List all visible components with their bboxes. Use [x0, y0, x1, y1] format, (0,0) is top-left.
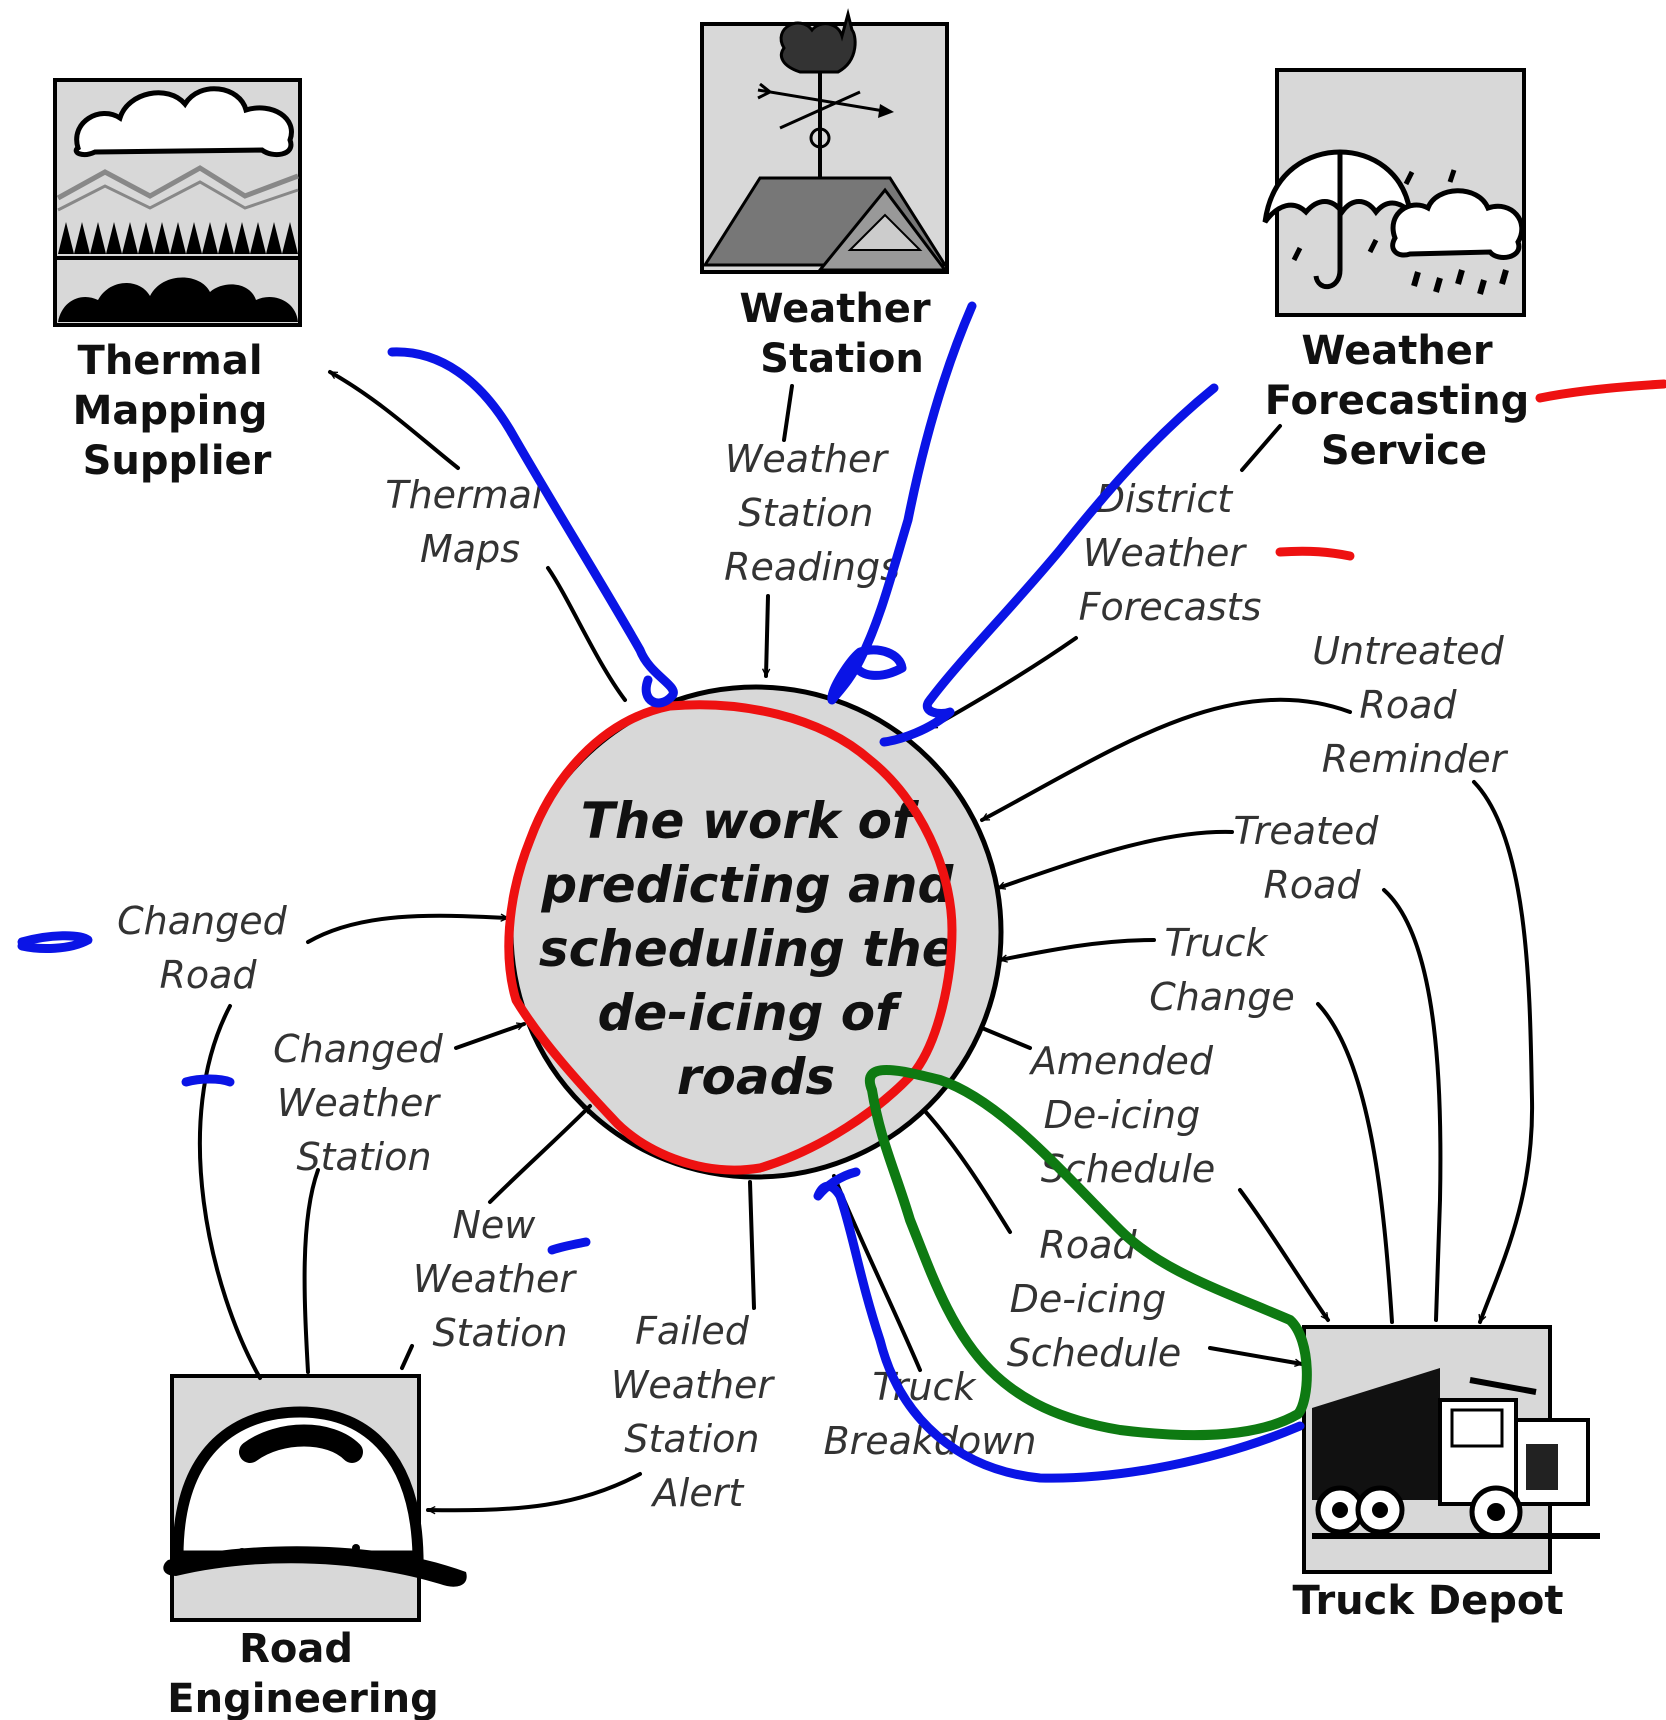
arrow-thermal-maps: [546, 566, 627, 702]
annotation-blue-marks: [17, 301, 1305, 1483]
arrow-truck-change-depot: [1316, 1002, 1394, 1324]
process-label: The work of predicting and scheduling th…: [539, 792, 973, 1106]
process-line-4: de-icing of: [598, 984, 903, 1042]
process-line-5: roads: [677, 1048, 835, 1106]
flow-new-weather-station: New Weather Station: [413, 1203, 587, 1355]
truck-depot-label: Truck Depot: [1293, 1578, 1564, 1624]
annotation-blue-weather-station: [827, 301, 977, 705]
dump-truck-icon: [1312, 1368, 1600, 1539]
process-line-1: The work of: [581, 792, 919, 850]
annotation-blue-changed-ws: [181, 1074, 235, 1087]
arrow-new-ws-from: [400, 1344, 414, 1370]
weathervane-icon: [702, 8, 948, 272]
annotation-blue-forecasting: [879, 383, 1219, 747]
arrow-forecasting-top: [1240, 424, 1282, 472]
arrow-truck-change: [998, 938, 1156, 960]
flow-district-weather-forecasts: District Weather Forecasts: [1079, 477, 1262, 629]
annotation-red-mark-forecasting: [1535, 379, 1666, 403]
entity-road-engineering: [163, 1374, 467, 1622]
process-line-2: predicting and: [540, 856, 954, 914]
flow-changed-weather-station: Changed Weather Station: [273, 1027, 455, 1179]
arrow-untreated: [980, 697, 1352, 822]
arrow-road-deicing-depot: [1208, 1346, 1304, 1364]
flow-treated-road: Treated Road: [1233, 809, 1390, 907]
arrow-thermal-maps-out: [328, 370, 460, 470]
flow-amended-de-icing-schedule: Amended De-icing Schedule: [1028, 1039, 1225, 1191]
annotation-red-circle: [504, 700, 957, 1175]
annotation-green-loop: [864, 1065, 1312, 1441]
road-engineering-label: Road Engineering: [167, 1626, 438, 1720]
arrow-amended-depot: [1238, 1188, 1330, 1322]
umbrella-rain-icon: [1262, 149, 1525, 295]
annotation-blue-changed-road: [17, 931, 93, 953]
arrow-failed-ws-proc: [748, 1180, 756, 1310]
entity-thermal-mapping-supplier: [53, 78, 302, 327]
process-bubble: The work of predicting and scheduling th…: [508, 684, 1004, 1180]
weather-station-label: Weather Station: [739, 286, 944, 382]
annotation-blue-thermal: [387, 347, 678, 708]
clouds-hills-icon: [55, 86, 300, 322]
flow-road-de-icing-schedule: Road De-icing Schedule: [1007, 1223, 1182, 1375]
annotation-blue-new-ws: [547, 1237, 591, 1255]
flow-weather-station-readings: Weather Station Readings: [724, 437, 900, 589]
arrow-new-ws: [488, 1104, 592, 1204]
flow-untreated-road-reminder: Untreated Road Reminder: [1312, 629, 1516, 781]
flow-changed-road: Changed Road: [117, 899, 299, 997]
entity-truck-depot: [1302, 1325, 1600, 1574]
arrow-changed-road: [306, 916, 510, 944]
entity-weather-station: [700, 8, 949, 274]
process-line-3: scheduling the: [539, 920, 956, 978]
arrow-ws-readings-top: [782, 384, 794, 442]
hard-hat-icon: [163, 1406, 467, 1587]
arrow-treated-depot: [1382, 888, 1443, 1322]
arrow-road-deicing-proc: [922, 1108, 1012, 1234]
flow-truck-breakdown: Truck Breakdown: [824, 1365, 1037, 1463]
arrow-untreated-depot: [1472, 780, 1535, 1324]
arrow-ws-readings: [766, 594, 768, 678]
flow-truck-change: Truck Change: [1149, 921, 1295, 1019]
annotation-red-mark-forecasts: [1275, 546, 1355, 561]
arrow-changed-ws-from: [302, 1168, 320, 1374]
entity-weather-forecasting-service: [1262, 68, 1526, 317]
flow-arrows: [197, 370, 1535, 1510]
arrow-treated: [996, 829, 1234, 890]
arrow-amended-proc: [980, 1026, 1032, 1050]
weather-forecasting-service-label: Weather Forecasting Service: [1265, 328, 1543, 474]
arrow-changed-road-from: [197, 1004, 262, 1380]
flow-thermal-maps: Thermal Maps: [385, 473, 554, 571]
arrow-changed-ws: [454, 1022, 526, 1050]
thermal-mapping-supplier-label: Thermal Mapping Supplier: [73, 338, 282, 484]
annotation-blue-truck: [813, 1167, 1305, 1483]
arrow-failed-ws: [426, 1472, 642, 1510]
flow-failed-weather-station-alert: Failed Weather Station Alert: [611, 1309, 785, 1515]
